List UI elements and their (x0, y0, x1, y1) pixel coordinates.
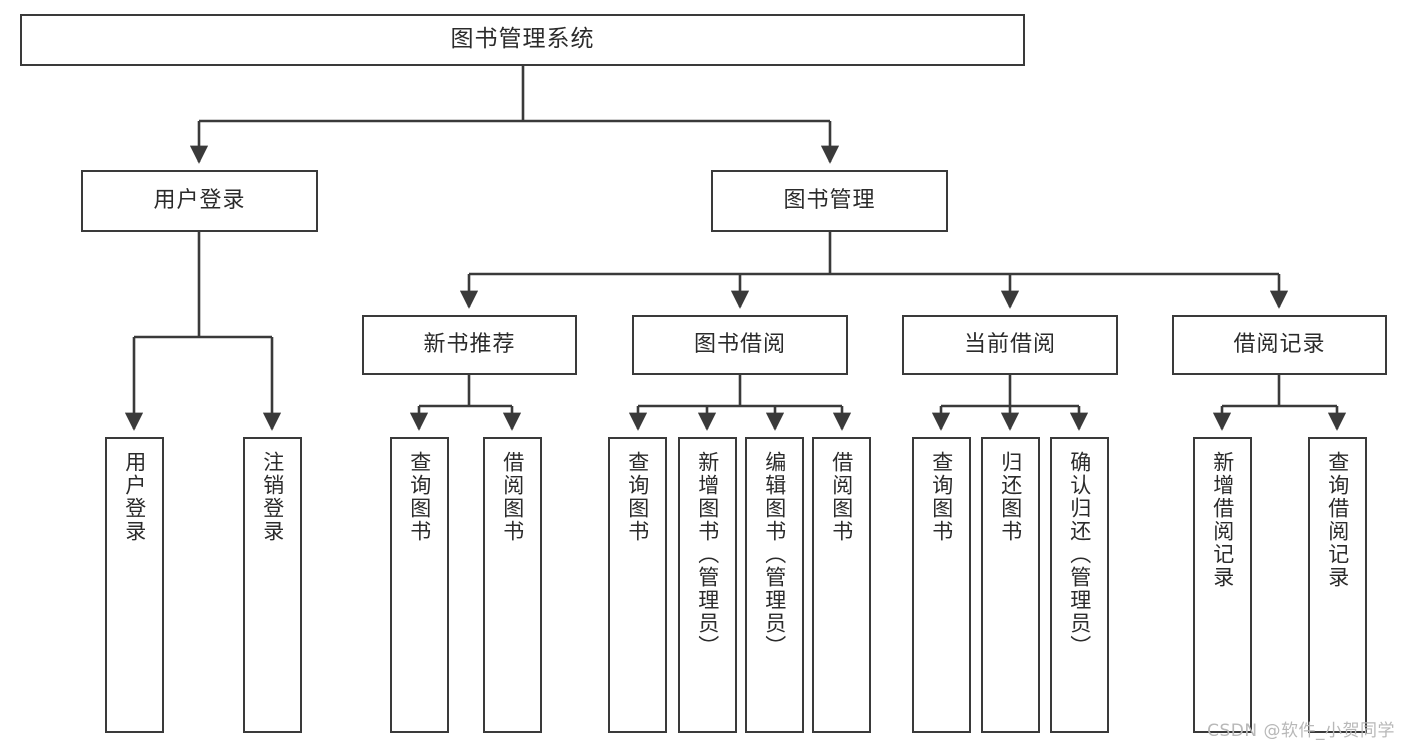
node-label: 借阅图书 (829, 451, 854, 543)
node-label: 借阅记录 (1233, 331, 1326, 357)
leaf-user-login[interactable]: 用户登录 (105, 437, 164, 733)
node-label: 注销登录 (260, 451, 285, 543)
node-label: 图书管理系统 (450, 26, 595, 53)
node-label: 借阅图书 (500, 451, 525, 543)
leaf-query-borrow-record[interactable]: 查询借阅记录 (1308, 437, 1367, 733)
leaf-confirm-return[interactable]: 确认归还（管理员） (1050, 437, 1109, 733)
leaf-edit-book[interactable]: 编辑图书（管理员） (745, 437, 804, 733)
leaf-borrow-book[interactable]: 借阅图书 (812, 437, 871, 733)
node-book-borrow[interactable]: 图书借阅 (632, 315, 848, 375)
node-label: 用户登录 (122, 451, 147, 543)
node-label: 当前借阅 (963, 331, 1056, 357)
watermark-text: CSDN @软件_小贺同学 (1207, 721, 1395, 741)
node-root-book-management-system[interactable]: 图书管理系统 (20, 14, 1025, 66)
node-user-login[interactable]: 用户登录 (81, 170, 318, 232)
leaf-add-book[interactable]: 新增图书（管理员） (678, 437, 737, 733)
node-current-borrow[interactable]: 当前借阅 (902, 315, 1118, 375)
node-label: 新增借阅记录 (1210, 451, 1235, 589)
node-label: 图书借阅 (693, 331, 786, 357)
leaf-borrow-book-new-recommend[interactable]: 借阅图书 (483, 437, 542, 733)
node-label: 用户登录 (153, 187, 246, 213)
node-borrow-record[interactable]: 借阅记录 (1172, 315, 1387, 375)
node-label: 新书推荐 (423, 331, 516, 357)
leaf-query-book-borrow[interactable]: 查询图书 (608, 437, 667, 733)
node-label: 查询图书 (929, 451, 954, 543)
node-new-book-recommend[interactable]: 新书推荐 (362, 315, 577, 375)
node-label: 归还图书 (998, 451, 1023, 543)
leaf-logout-login[interactable]: 注销登录 (243, 437, 302, 733)
node-label: 图书管理 (783, 187, 876, 213)
node-label: 新增图书（管理员） (695, 451, 720, 658)
node-label: 查询图书 (625, 451, 650, 543)
node-label: 查询图书 (407, 451, 432, 543)
node-book-management[interactable]: 图书管理 (711, 170, 948, 232)
leaf-query-book-new-recommend[interactable]: 查询图书 (390, 437, 449, 733)
leaf-add-borrow-record[interactable]: 新增借阅记录 (1193, 437, 1252, 733)
node-label: 确认归还（管理员） (1067, 451, 1092, 658)
node-label: 编辑图书（管理员） (762, 451, 787, 658)
leaf-query-book-current[interactable]: 查询图书 (912, 437, 971, 733)
leaf-return-book[interactable]: 归还图书 (981, 437, 1040, 733)
node-label: 查询借阅记录 (1325, 451, 1350, 589)
